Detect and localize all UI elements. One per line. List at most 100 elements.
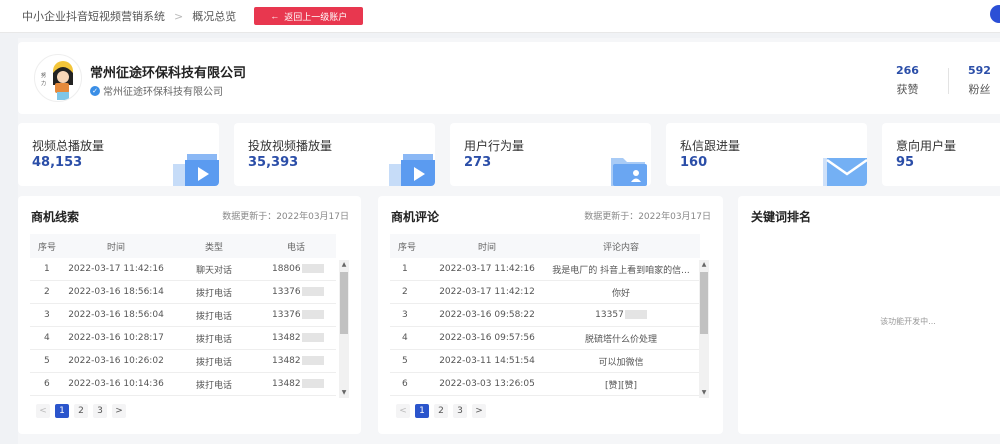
prev-page-button[interactable]: < [36, 404, 50, 418]
cell-no: 6 [402, 379, 408, 389]
page-2-button[interactable]: 2 [434, 404, 448, 418]
cell-time: 2022-03-17 11:42:16 [439, 264, 535, 274]
leads-title: 商机线索 [31, 210, 80, 224]
col-phone: 电话 [286, 242, 305, 253]
page-1-button[interactable]: 1 [415, 404, 429, 418]
table-row[interactable]: 6 2022-03-16 10:14:36 拨打电话 13482 [30, 373, 336, 396]
followers-label: 粉丝 [968, 83, 991, 96]
comments-updated: 数据更新于：2022年03月17日 [584, 212, 711, 222]
breadcrumb-separator: > [174, 9, 184, 23]
col-content: 评论内容 [602, 242, 639, 253]
page-1-button[interactable]: 1 [55, 404, 69, 418]
svg-text:努: 努 [41, 72, 46, 79]
comments-scrollbar[interactable]: ▲ ▼ [699, 260, 709, 398]
table-row[interactable]: 6 2022-03-03 13:26:05 [赞][赞] [390, 373, 700, 396]
cell-type: 拨打电话 [195, 334, 232, 345]
card-value: 95 [896, 155, 915, 170]
cell-time: 2022-03-17 11:42:12 [439, 287, 535, 297]
table-row[interactable]: 3 2022-03-16 09:58:22 13357 [390, 304, 700, 327]
cell-time: 2022-03-17 11:42:16 [68, 264, 164, 274]
cell-content: 我是电厂的 抖音上看到咱家的信... [552, 265, 690, 276]
redacted-mask [301, 264, 324, 273]
leads-pagination: < 1 2 3 > [36, 404, 131, 418]
feature-in-development-text: 该功能开发中... [880, 317, 936, 326]
cell-phone: 13376 [256, 287, 336, 297]
card-private-message-followup[interactable]: 私信跟进量 160 [666, 123, 867, 186]
content-prefix: 13357 [595, 310, 624, 320]
cell-content: 你好 [611, 288, 630, 299]
stat-followers: 592 粉丝 [968, 64, 991, 97]
mail-icon [823, 158, 867, 186]
table-header: 序号 时间 评论内容 [390, 234, 700, 258]
cell-no: 5 [402, 356, 408, 366]
svg-text:力: 力 [41, 80, 46, 87]
main-content: 努 力 常州征途环保科技有限公司 ✓ 常州征途环保科技有限公司 266 获赞 5… [18, 38, 1000, 444]
redacted-mask [301, 379, 324, 388]
table-row[interactable]: 5 2022-03-11 14:51:54 可以加微信 [390, 350, 700, 373]
user-folder-icon [611, 158, 647, 186]
leads-scrollbar[interactable]: ▲ ▼ [339, 260, 349, 398]
cell-time: 2022-03-16 10:26:02 [68, 356, 164, 366]
stat-likes: 266 获赞 [896, 64, 919, 97]
comments-pagination: < 1 2 3 > [396, 404, 491, 418]
cell-time: 2022-03-16 10:14:36 [68, 379, 164, 389]
page-2-button[interactable]: 2 [74, 404, 88, 418]
table-row[interactable]: 2 2022-03-16 18:56:14 拨打电话 13376 [30, 281, 336, 304]
back-to-parent-account-button[interactable]: ← 返回上一级账户 [254, 7, 364, 25]
cell-time: 2022-03-16 10:28:17 [68, 333, 164, 343]
comments-table: 序号 时间 评论内容 1 2022-03-17 11:42:16 我是电厂的 抖… [390, 234, 700, 396]
cell-type: 拨打电话 [195, 357, 232, 368]
verified-label: 常州征途环保科技有限公司 [103, 87, 223, 98]
cell-no: 3 [402, 310, 408, 320]
account-profile-card: 努 力 常州征途环保科技有限公司 ✓ 常州征途环保科技有限公司 266 获赞 5… [18, 42, 1000, 114]
next-page-button[interactable]: > [112, 404, 126, 418]
leads-panel: 商机线索 数据更新于：2022年03月17日 序号 时间 类型 电话 1 202… [18, 196, 361, 434]
phone-prefix: 13482 [272, 356, 301, 366]
table-row[interactable]: 4 2022-03-16 09:57:56 脱硫塔什么价处理 [390, 327, 700, 350]
likes-count: 266 [896, 64, 919, 77]
cell-no: 1 [44, 264, 50, 274]
page-3-button[interactable]: 3 [453, 404, 467, 418]
scroll-up-icon[interactable]: ▲ [341, 261, 347, 268]
redacted-mask [301, 333, 324, 342]
phone-prefix: 13376 [272, 310, 301, 320]
table-row[interactable]: 3 2022-03-16 18:56:04 拨打电话 13376 [30, 304, 336, 327]
cell-no: 1 [402, 264, 408, 274]
table-row[interactable]: 1 2022-03-17 11:42:16 聊天对话 18806 [30, 258, 336, 281]
page-3-button[interactable]: 3 [93, 404, 107, 418]
card-user-behavior[interactable]: 用户行为量 273 [450, 123, 651, 186]
stat-divider [948, 68, 949, 94]
col-time: 时间 [106, 242, 125, 253]
scroll-down-icon[interactable]: ▼ [701, 389, 707, 396]
followers-count: 592 [968, 64, 991, 77]
video-icon [389, 154, 435, 186]
table-row[interactable]: 4 2022-03-16 10:28:17 拨打电话 13482 [30, 327, 336, 350]
table-row[interactable]: 5 2022-03-16 10:26:02 拨打电话 13482 [30, 350, 336, 373]
col-no: 序号 [398, 242, 417, 253]
card-title: 用户行为量 [464, 139, 525, 153]
cell-type: 拨打电话 [195, 380, 232, 391]
back-button-label: 返回上一级账户 [284, 11, 348, 22]
prev-page-button[interactable]: < [396, 404, 410, 418]
table-row[interactable]: 2 2022-03-17 11:42:12 你好 [390, 281, 700, 304]
card-total-video-plays[interactable]: 视频总播放量 48,153 [18, 123, 219, 186]
scroll-down-icon[interactable]: ▼ [341, 389, 347, 396]
cell-content: 脱硫塔什么价处理 [584, 334, 657, 345]
card-intent-users[interactable]: 意向用户量 95 [882, 123, 1000, 186]
cell-content: [赞][赞] [604, 380, 638, 391]
card-ad-video-plays[interactable]: 投放视频播放量 35,393 [234, 123, 435, 186]
table-row[interactable]: 1 2022-03-17 11:42:16 我是电厂的 抖音上看到咱家的信... [390, 258, 700, 281]
scroll-thumb[interactable] [700, 272, 708, 334]
user-avatar[interactable] [990, 5, 1000, 23]
cell-phone: 13376 [256, 310, 336, 320]
cell-no: 2 [44, 287, 50, 297]
next-page-button[interactable]: > [472, 404, 486, 418]
card-title: 意向用户量 [896, 139, 957, 153]
scroll-thumb[interactable] [340, 272, 348, 334]
table-header: 序号 时间 类型 电话 [30, 234, 336, 258]
cell-content: 可以加微信 [598, 357, 644, 368]
cell-time: 2022-03-11 14:51:54 [439, 356, 535, 366]
scroll-up-icon[interactable]: ▲ [701, 261, 707, 268]
breadcrumb-system[interactable]: 中小企业抖音短视频营销系统 [22, 10, 165, 23]
comments-panel: 商机评论 数据更新于：2022年03月17日 序号 时间 评论内容 1 2022… [378, 196, 723, 434]
